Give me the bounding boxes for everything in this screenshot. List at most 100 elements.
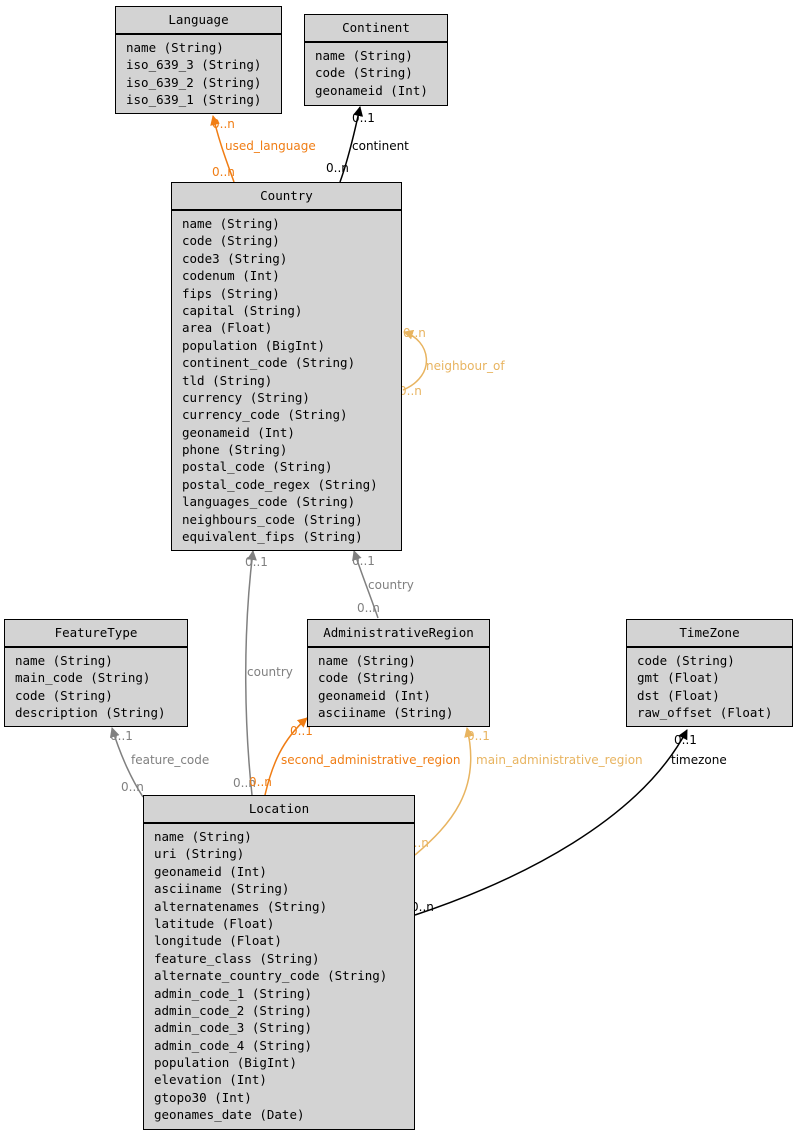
edge-timezone-label: timezone	[671, 753, 727, 767]
field: geonameid (Int)	[318, 687, 431, 703]
field: postal_code_regex (String)	[182, 476, 378, 492]
field: code (String)	[15, 687, 113, 703]
entity-country-fields: name (String) code (String) code3 (Strin…	[172, 211, 401, 545]
edge-second-admin-to-card: 0..1	[290, 724, 313, 738]
edge-location-country-label: country	[247, 665, 293, 679]
field: tld (String)	[182, 372, 273, 388]
edge-neighbour-of-from-card: 0..n	[399, 384, 422, 398]
edge-timezone: timezone 0..n 0..1	[411, 729, 727, 916]
entity-timezone: TimeZone code (String) gmt (Float) dst (…	[626, 619, 793, 727]
edge-neighbour-of-to-card: 0..n	[403, 326, 426, 340]
field: geonameid (Int)	[182, 424, 295, 440]
edge-used-language-label: used_language	[225, 139, 316, 153]
edge-timezone-to-card: 0..1	[674, 733, 697, 747]
field: languages_code (String)	[182, 494, 356, 510]
field: geonameid (Int)	[154, 863, 267, 879]
entity-featuretype-fields: name (String) main_code (String) code (S…	[5, 648, 187, 722]
field: raw_offset (Float)	[637, 705, 773, 721]
field: iso_639_3 (String)	[126, 57, 262, 73]
entity-continent: Continent name (String) code (String) ge…	[304, 14, 448, 106]
edge-location-country-from-card: 0..n	[233, 776, 256, 790]
field: feature_class (String)	[154, 950, 320, 966]
field: dst (Float)	[637, 687, 720, 703]
field: admin_code_2 (String)	[154, 1002, 313, 1018]
field: continent_code (String)	[182, 355, 356, 371]
entity-country-title: Country	[172, 183, 401, 211]
entity-adminregion-fields: name (String) code (String) geonameid (I…	[308, 648, 489, 722]
field: name (String)	[318, 653, 416, 668]
field: code (String)	[182, 233, 280, 249]
entity-country: Country name (String) code (String) code…	[171, 182, 402, 551]
entity-featuretype: FeatureType name (String) main_code (Str…	[4, 619, 188, 727]
field: elevation (Int)	[154, 1072, 267, 1088]
field: asciiname (String)	[318, 705, 454, 721]
field: name (String)	[126, 40, 224, 55]
field: iso_639_1 (String)	[126, 92, 262, 108]
edge-main-admin: main_administrative_region 0..n 0..1	[406, 727, 643, 856]
edge-second-admin: second_administrative_region 0..n 0..1	[249, 717, 460, 796]
entity-adminregion: AdministrativeRegion name (String) code …	[307, 619, 490, 727]
entity-timezone-fields: code (String) gmt (Float) dst (Float) ra…	[627, 648, 792, 722]
field: admin_code_4 (String)	[154, 1037, 313, 1053]
edge-continent-from-card: 0..n	[326, 161, 349, 175]
field: population (BigInt)	[182, 337, 325, 353]
edge-timezone-from-card: 0..n	[411, 900, 434, 914]
field: gmt (Float)	[637, 670, 720, 686]
entity-location: Location name (String) uri (String) geon…	[143, 795, 415, 1130]
edge-second-admin-from-card: 0..n	[249, 775, 272, 789]
entity-location-fields: name (String) uri (String) geonameid (In…	[144, 824, 414, 1124]
field: geonameid (Int)	[315, 82, 428, 98]
field: main_code (String)	[15, 670, 151, 686]
field: capital (String)	[182, 302, 303, 318]
entity-language-fields: name (String) iso_639_3 (String) iso_639…	[116, 35, 281, 109]
edge-admin-country: country 0..n 0..1	[352, 550, 414, 619]
field: code (String)	[637, 653, 735, 668]
field: asciiname (String)	[154, 881, 290, 897]
field: name (String)	[15, 653, 113, 668]
edge-location-country: country 0..n 0..1	[233, 550, 293, 796]
edge-used-language-to-card: 0..n	[212, 117, 235, 131]
field: name (String)	[315, 48, 413, 63]
edge-admin-country-label: country	[368, 578, 414, 592]
field: name (String)	[182, 216, 280, 231]
edge-feature-code: feature_code 0..n 0..1	[109, 727, 209, 798]
edge-admin-country-to-card: 0..1	[352, 554, 375, 568]
field: neighbours_code (String)	[182, 511, 363, 527]
entity-language: Language name (String) iso_639_3 (String…	[115, 6, 282, 114]
field: equivalent_fips (String)	[182, 529, 363, 545]
edge-main-admin-label: main_administrative_region	[476, 753, 643, 767]
entity-location-title: Location	[144, 796, 414, 824]
field: population (BigInt)	[154, 1055, 297, 1071]
entity-continent-fields: name (String) code (String) geonameid (I…	[305, 43, 447, 99]
field: geonames_date (Date)	[154, 1107, 305, 1123]
entity-continent-title: Continent	[305, 15, 447, 43]
field: latitude (Float)	[154, 915, 275, 931]
edge-location-country-to-card: 0..1	[245, 555, 268, 569]
edge-neighbour-of-label: neighbour_of	[426, 359, 505, 373]
field: description (String)	[15, 705, 166, 721]
field: alternatenames (String)	[154, 898, 328, 914]
edge-admin-country-from-card: 0..n	[357, 601, 380, 615]
field: area (Float)	[182, 320, 273, 336]
edge-feature-code-from-card: 0..n	[121, 780, 144, 794]
entity-language-title: Language	[116, 7, 281, 35]
edge-continent-to-card: 0..1	[352, 111, 375, 125]
field: iso_639_2 (String)	[126, 74, 262, 90]
edge-continent-label: continent	[352, 139, 409, 153]
field: currency (String)	[182, 389, 310, 405]
field: currency_code (String)	[182, 407, 348, 423]
edge-neighbour-of: neighbour_of 0..n 0..n	[399, 326, 505, 398]
entity-adminregion-title: AdministrativeRegion	[308, 620, 489, 648]
field: admin_code_3 (String)	[154, 1020, 313, 1036]
field: code3 (String)	[182, 250, 288, 266]
field: codenum (Int)	[182, 268, 280, 284]
field: uri (String)	[154, 846, 245, 862]
field: alternate_country_code (String)	[154, 968, 388, 984]
entity-featuretype-title: FeatureType	[5, 620, 187, 648]
edge-used-language: used_language 0..n 0..n	[210, 115, 316, 183]
field: fips (String)	[182, 285, 280, 301]
field: gtopo30 (Int)	[154, 1089, 252, 1105]
field: code (String)	[315, 65, 413, 81]
field: phone (String)	[182, 442, 288, 458]
